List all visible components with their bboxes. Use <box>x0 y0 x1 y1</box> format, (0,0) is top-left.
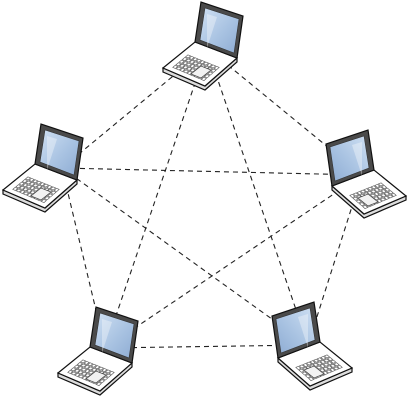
laptop-icon <box>56 306 139 396</box>
link-laptop-top-to-laptop-bottom-right <box>206 47 309 346</box>
laptop-bottom-left <box>56 306 139 396</box>
link-laptop-top-to-laptop-bottom-left <box>104 47 208 349</box>
link-laptop-bottom-left-to-laptop-bottom-right <box>104 344 309 349</box>
laptop-icon <box>1 123 84 213</box>
laptop-bottom-right <box>271 301 354 391</box>
laptop-top <box>161 1 244 91</box>
mesh-links <box>61 47 363 349</box>
link-laptop-left-to-laptop-bottom-right <box>61 167 309 346</box>
laptop-right <box>325 129 408 219</box>
laptop-left <box>1 123 84 213</box>
link-laptop-right-to-laptop-bottom-left <box>104 174 363 349</box>
link-laptop-left-to-laptop-right <box>61 167 363 176</box>
laptop-nodes <box>1 1 408 396</box>
laptop-icon <box>325 129 408 219</box>
laptop-icon <box>161 1 244 91</box>
laptop-icon <box>271 301 354 391</box>
